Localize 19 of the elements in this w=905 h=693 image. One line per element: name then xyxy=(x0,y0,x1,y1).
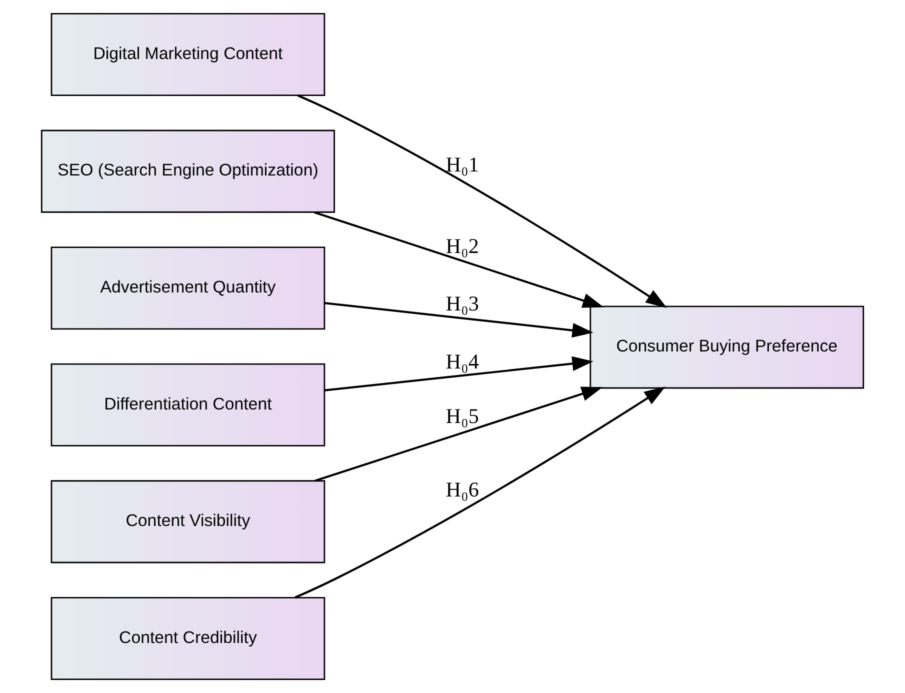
arrow xyxy=(294,386,666,598)
arrow xyxy=(297,94,667,308)
node-box: SEO (Search Engine Optimization) xyxy=(40,130,335,213)
node-box: Differentiation Content xyxy=(50,363,326,446)
arrow xyxy=(324,356,594,392)
edge-label: H₀4 xyxy=(446,349,479,374)
node-box: Content Visibility xyxy=(50,480,326,564)
arrow xyxy=(314,386,603,482)
edge-label: H₀6 xyxy=(446,477,479,502)
edge-label: H₀1 xyxy=(446,152,479,176)
node-box: Advertisement Quantity xyxy=(50,246,326,330)
arrow xyxy=(314,211,604,308)
edge-label: H₀3 xyxy=(446,292,479,316)
arrow xyxy=(324,302,594,338)
node-box: Content Credibility xyxy=(50,596,326,680)
edge-label: H₀2 xyxy=(446,234,479,258)
node-box: Consumer Buying Preference xyxy=(590,306,864,389)
edge-label: H₀5 xyxy=(446,404,479,428)
node-box: Digital Marketing Content xyxy=(50,13,326,96)
